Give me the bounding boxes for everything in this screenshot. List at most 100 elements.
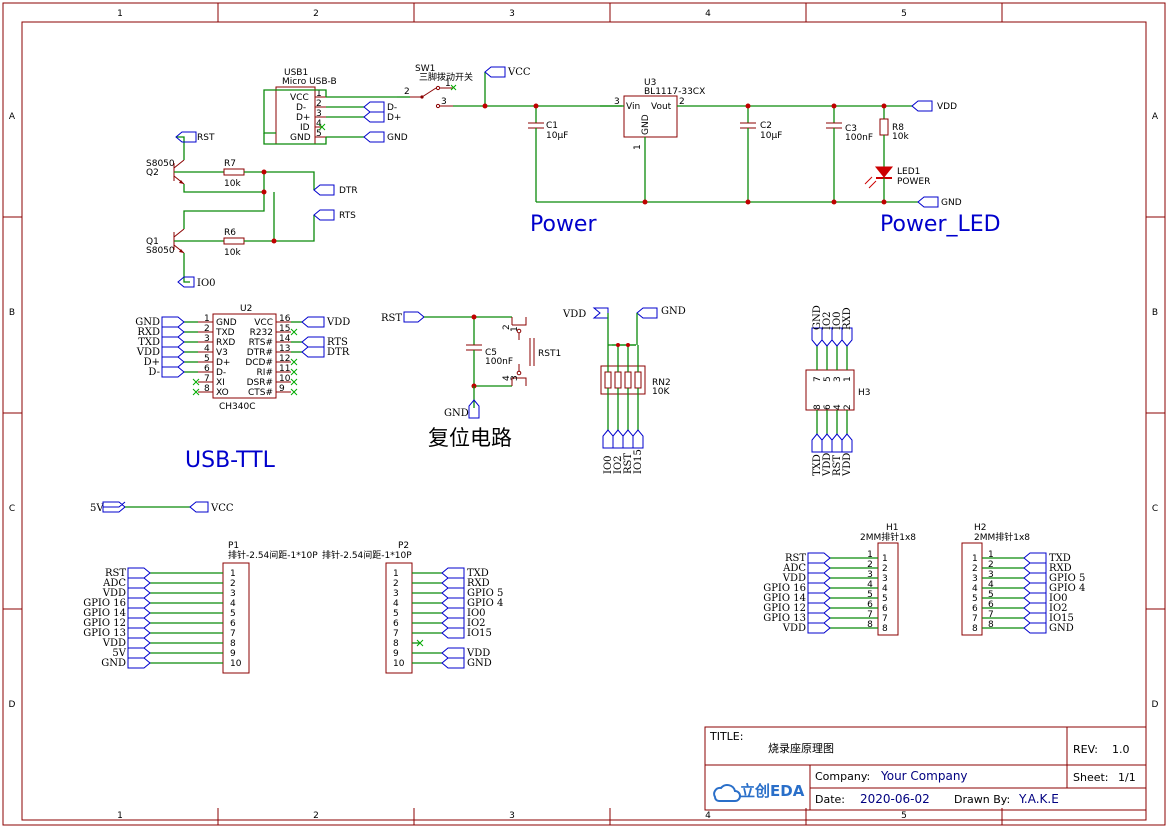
net-flag-dminus: D- [363, 101, 397, 113]
svg-text:RTS: RTS [339, 211, 356, 221]
svg-text:RXD: RXD [842, 307, 853, 330]
svg-text:2: 2 [679, 97, 685, 107]
net-flag-rst-q: RST [175, 131, 215, 143]
svg-text:3: 3 [441, 97, 447, 107]
svg-text:5: 5 [316, 129, 322, 139]
net-flag-p2: IO0 [441, 607, 486, 619]
svg-text:3: 3 [867, 570, 873, 580]
svg-text:DTR: DTR [339, 186, 358, 196]
svg-text:GND: GND [812, 305, 823, 330]
svg-text:DSR#: DSR# [247, 378, 273, 388]
svg-text:2: 2 [316, 99, 322, 109]
svg-text:5: 5 [823, 376, 833, 382]
svg-text:11: 11 [279, 364, 290, 374]
svg-text:9: 9 [230, 649, 236, 659]
svg-text:2: 2 [867, 560, 873, 570]
svg-text:3: 3 [988, 570, 994, 580]
svg-text:RST: RST [623, 453, 634, 474]
svg-text:2: 2 [988, 560, 994, 570]
svg-text:3: 3 [972, 574, 978, 584]
svg-text:GND: GND [641, 114, 651, 135]
r6-value: 10k [224, 248, 241, 258]
svg-text:VCC: VCC [290, 93, 309, 103]
svg-text:5: 5 [867, 590, 873, 600]
net-flag-vdd-power: VDD [911, 100, 957, 112]
svg-text:SW1: SW1 [415, 64, 435, 74]
net-flag-h2: TXD [1023, 552, 1071, 564]
net-flag-gnd-power: GND [917, 196, 962, 208]
col-label: 3 [509, 811, 515, 821]
net-flag-p2: VDD [441, 647, 490, 659]
svg-text:XO: XO [216, 388, 229, 398]
c3-capacitor: C3 100nF [826, 106, 873, 202]
svg-text:4: 4 [230, 599, 236, 609]
svg-text:RXD: RXD [1049, 563, 1072, 574]
svg-text:3: 3 [510, 375, 520, 381]
svg-text:GPIO 5: GPIO 5 [1049, 573, 1085, 584]
svg-text:VCC: VCC [254, 318, 273, 328]
svg-text:1: 1 [393, 569, 399, 579]
svg-text:Vout: Vout [651, 102, 672, 112]
svg-text:100nF: 100nF [845, 133, 873, 143]
svg-text:三脚拨动开关: 三脚拨动开关 [419, 71, 473, 83]
net-flag-p1: RST [105, 567, 151, 579]
svg-text:P2: P2 [398, 541, 409, 551]
svg-text:GPIO 14: GPIO 14 [83, 608, 126, 619]
svg-text:5V: 5V [112, 648, 126, 659]
svg-text:TXD: TXD [812, 454, 823, 476]
c5-value: 100nF [485, 357, 513, 367]
r6-label: R6 [224, 228, 236, 238]
net-flag-dtr: DTR [313, 184, 358, 196]
c1-capacitor: C1 10μF [528, 106, 568, 202]
c2-capacitor: C2 10μF [740, 106, 782, 202]
svg-text:RST: RST [381, 313, 402, 324]
svg-text:RTS: RTS [327, 337, 348, 348]
net-flag-h1: VDD [782, 572, 831, 584]
svg-text:ADC: ADC [102, 578, 126, 589]
svg-text:10μF: 10μF [546, 131, 568, 141]
svg-text:10: 10 [279, 374, 291, 384]
svg-text:8: 8 [393, 639, 399, 649]
svg-text:U2: U2 [240, 304, 252, 314]
svg-text:3: 3 [393, 589, 399, 599]
svg-text:6: 6 [823, 404, 833, 410]
svg-text:RST: RST [832, 455, 843, 476]
svg-text:LED1: LED1 [897, 167, 920, 177]
svg-text:IO2: IO2 [822, 311, 833, 330]
svg-text:VDD: VDD [937, 102, 957, 112]
net-flag-u2-left: TXD [138, 336, 185, 348]
net-flag-u2-vdd: VDD [301, 316, 350, 328]
svg-text:14: 14 [279, 334, 291, 344]
svg-text:D+: D+ [216, 358, 230, 368]
svg-text:RXD: RXD [467, 578, 490, 589]
svg-text:4: 4 [988, 580, 994, 590]
svg-text:7: 7 [972, 614, 978, 624]
svg-text:IO2: IO2 [613, 455, 624, 474]
svg-text:7: 7 [867, 610, 873, 620]
svg-text:GPIO 4: GPIO 4 [1049, 583, 1085, 594]
svg-text:5: 5 [972, 594, 978, 604]
svg-text:5: 5 [230, 609, 236, 619]
net-flag-p1: GND [101, 657, 151, 669]
svg-text:IO2: IO2 [1049, 603, 1068, 614]
svg-text:VDD: VDD [136, 347, 160, 358]
svg-text:GND: GND [387, 133, 408, 143]
net-flag-h2: IO0 [1023, 592, 1068, 604]
svg-text:V3: V3 [216, 348, 228, 358]
svg-text:2: 2 [393, 579, 399, 589]
net-flag-io0: IO0 [177, 276, 216, 289]
svg-text:4: 4 [867, 580, 873, 590]
svg-text:16: 16 [279, 314, 291, 324]
col-label: 2 [313, 811, 319, 821]
net-flag-u2-left: VDD [136, 346, 185, 358]
svg-text:15: 15 [279, 324, 290, 334]
svg-text:4: 4 [833, 404, 843, 410]
svg-text:U3: U3 [644, 78, 656, 88]
row-label: A [1152, 112, 1159, 122]
svg-text:6: 6 [204, 364, 210, 374]
net-flag-gnd-reset: GND [444, 399, 480, 419]
net-flag-h1: RST [785, 552, 831, 564]
